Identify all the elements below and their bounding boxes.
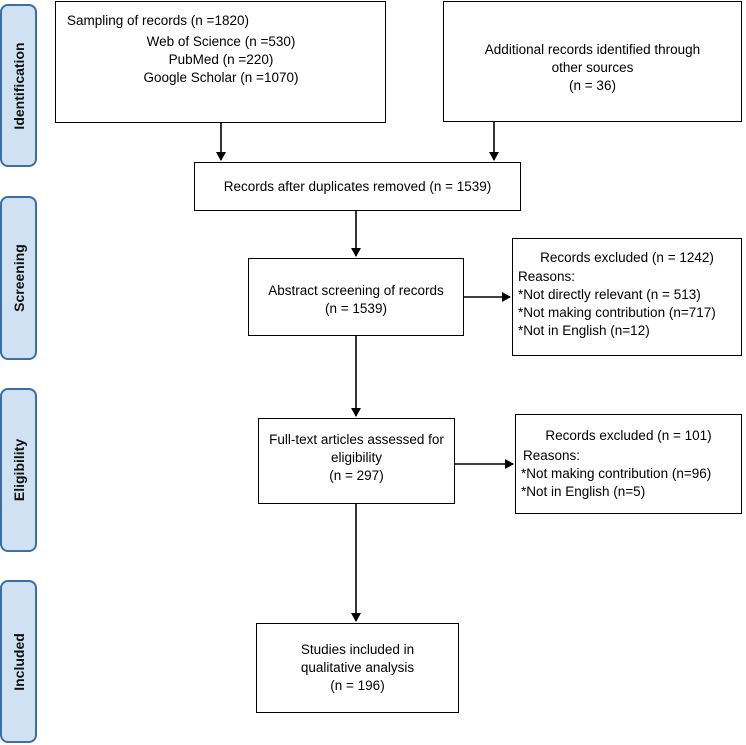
abstract-line: Abstract screening of records [268, 283, 444, 298]
included-line: (n = 196) [330, 678, 385, 693]
abstract-screening-box: Abstract screening of records (n = 1539) [248, 258, 464, 336]
phase-eligibility: Eligibility [0, 388, 37, 552]
additional-line: other sources [551, 60, 634, 75]
abstract-line: (n = 1539) [325, 301, 387, 316]
included-line: Studies included in [300, 642, 415, 657]
records-excluded-screening-box: Records excluded (n = 1242) Reasons: *No… [512, 238, 742, 356]
sampling-source: Web of Science (n =530) [146, 34, 296, 49]
studies-included-box: Studies included in qualitative analysis… [256, 623, 459, 713]
duplicates-text: Records after duplicates removed (n = 15… [223, 179, 492, 194]
sampling-source: Google Scholar (n =1070) [143, 70, 299, 85]
excluded2-reason: Reasons: [523, 448, 581, 463]
fulltext-line: (n = 297) [329, 468, 384, 483]
phase-screening: Screening [0, 196, 37, 360]
sampling-title: Sampling of records (n =1820) [67, 13, 249, 28]
included-line: qualitative analysis [300, 660, 415, 675]
excluded2-title: Records excluded (n = 101) [545, 428, 712, 443]
additional-line: Additional records identified through [484, 42, 701, 57]
fulltext-line: Full-text articles assessed for [269, 432, 444, 447]
excluded1-reason: *Not directly relevant (n = 513) [518, 287, 701, 302]
sampling-source: PubMed (n =220) [168, 52, 274, 67]
phase-identification: Identification [0, 4, 37, 167]
phase-included: Included [0, 580, 37, 743]
full-text-assessed-box: Full-text articles assessed for eligibil… [258, 418, 455, 504]
sampling-records-box: Sampling of records (n =1820) Web of Sci… [55, 1, 386, 123]
additional-line: (n = 36) [569, 78, 616, 93]
duplicates-removed-box: Records after duplicates removed (n = 15… [194, 162, 521, 211]
records-excluded-eligibility-box: Records excluded (n = 101) Reasons: *Not… [515, 414, 742, 514]
fulltext-line: eligibility [330, 450, 383, 465]
additional-records-box: Additional records identified through ot… [443, 1, 742, 122]
excluded1-title: Records excluded (n = 1242) [540, 250, 714, 265]
excluded1-reason: Reasons: [518, 269, 576, 284]
excluded2-reason: *Not making contribution (n=96) [521, 466, 712, 481]
excluded2-reason: *Not in English (n=5) [521, 484, 646, 499]
excluded1-reason: *Not in English (n=12) [518, 323, 650, 338]
excluded1-reason: *Not making contribution (n=717) [518, 305, 716, 320]
